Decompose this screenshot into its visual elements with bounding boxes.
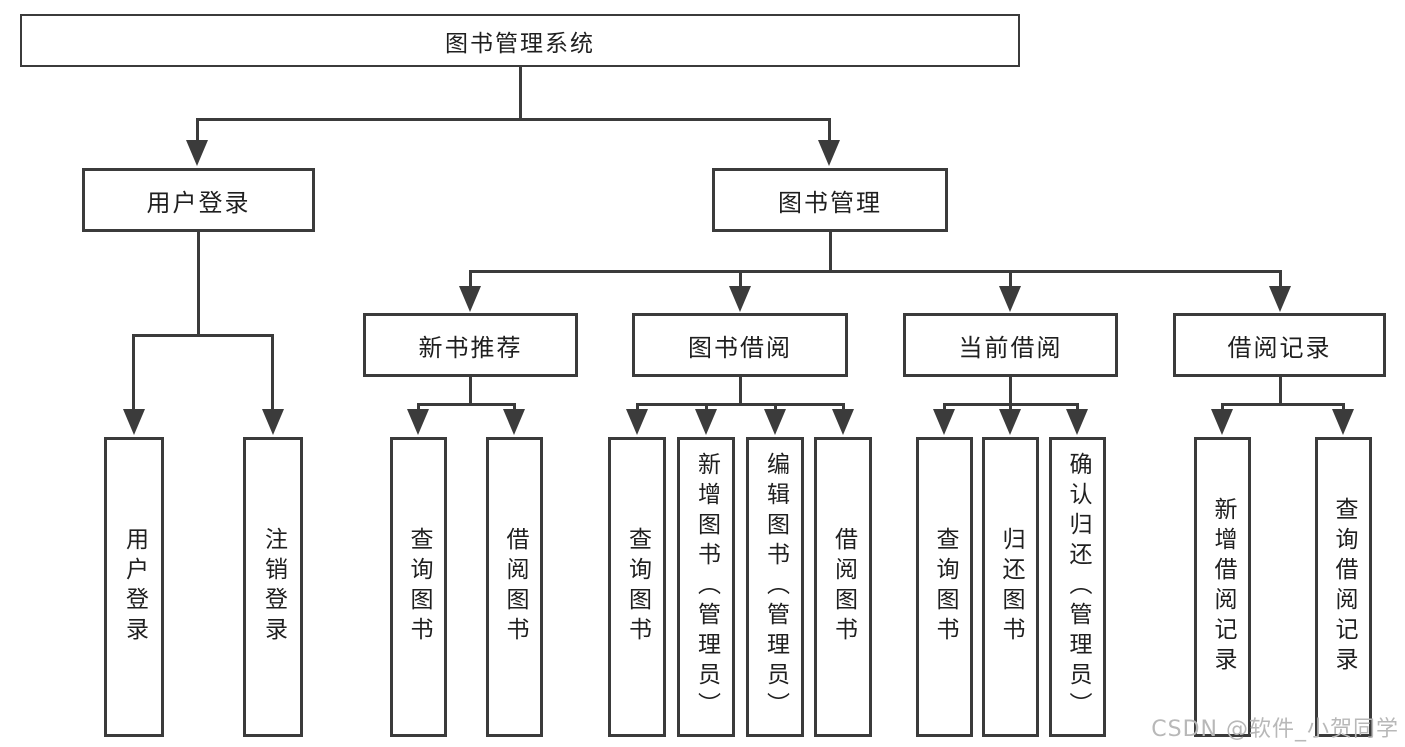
node-label: 注销登录: [260, 527, 287, 647]
node-label: 编辑图书（管理员）: [762, 452, 789, 722]
node-label: 查询借阅记录: [1331, 497, 1357, 677]
connector-arrowhead-down: [1211, 409, 1233, 435]
connector-line: [469, 270, 1282, 273]
connector-arrowhead-down: [999, 286, 1021, 312]
connector-line: [1009, 270, 1012, 287]
leaf-user-login: 用户登录: [104, 437, 164, 737]
connector-line: [829, 232, 832, 270]
connector-line: [828, 118, 831, 142]
connector-arrowhead-down: [1066, 409, 1088, 435]
connector-line: [739, 270, 742, 287]
node-current-borrowing: 当前借阅: [903, 313, 1118, 377]
leaf-borrow-books-recommendation: 借阅图书: [486, 437, 543, 737]
node-label: 用户登录: [121, 527, 148, 647]
node-label: 确认归还（管理员）: [1065, 452, 1091, 722]
connector-line: [1009, 377, 1012, 404]
node-label: 借阅图书: [502, 527, 528, 647]
node-borrowing-records: 借阅记录: [1173, 313, 1386, 377]
leaf-query-books-borrowing: 查询图书: [608, 437, 666, 737]
node-label: 新书推荐: [418, 333, 523, 362]
connector-line: [705, 403, 708, 412]
node-label: 查询图书: [406, 527, 432, 647]
node-label: 新增借阅记录: [1210, 497, 1236, 677]
node-label: 查询图书: [624, 527, 651, 647]
connector-line: [943, 403, 946, 412]
connector-line: [1279, 270, 1282, 287]
watermark: CSDN @软件_小贺同学: [1151, 717, 1399, 742]
connector-arrowhead-down: [262, 409, 284, 435]
connector-line: [519, 67, 522, 118]
connector-line: [417, 403, 420, 412]
connector-arrowhead-down: [764, 409, 786, 435]
leaf-add-book-admin: 新增图书（管理员）: [677, 437, 735, 737]
node-book-borrowing: 图书借阅: [632, 313, 848, 377]
node-label: 归还图书: [998, 527, 1024, 647]
connector-arrowhead-down: [459, 286, 481, 312]
leaf-borrow-books-borrowing: 借阅图书: [814, 437, 872, 737]
leaf-return-books: 归还图书: [982, 437, 1039, 737]
connector-line: [469, 270, 472, 287]
node-label: 用户登录: [146, 188, 251, 217]
connector-arrowhead-down: [933, 409, 955, 435]
connector-arrowhead-down: [626, 409, 648, 435]
connector-arrowhead-down: [729, 286, 751, 312]
connector-arrowhead-down: [186, 140, 208, 166]
connector-line: [132, 334, 274, 337]
connector-line: [1279, 377, 1282, 404]
connector-line: [513, 403, 516, 412]
leaf-logout: 注销登录: [243, 437, 303, 737]
node-new-book-recommendation: 新书推荐: [363, 313, 578, 377]
connector-line: [417, 403, 516, 406]
connector-arrowhead-down: [818, 140, 840, 166]
connector-arrowhead-down: [832, 409, 854, 435]
node-label: 查询图书: [932, 527, 958, 647]
connector-line: [739, 377, 742, 404]
connector-line: [196, 118, 199, 142]
connector-arrowhead-down: [695, 409, 717, 435]
connector-arrowhead-down: [407, 409, 429, 435]
node-book-management-system: 图书管理系统: [20, 14, 1020, 67]
node-label: 当前借阅: [958, 333, 1063, 362]
connector-line: [842, 403, 845, 412]
connector-line: [196, 118, 831, 121]
connector-line: [636, 403, 845, 406]
node-label: 图书管理: [778, 188, 882, 217]
leaf-add-borrow-record: 新增借阅记录: [1194, 437, 1251, 737]
connector-arrowhead-down: [1332, 409, 1354, 435]
node-label: 图书借阅: [688, 333, 792, 362]
leaf-query-books-current: 查询图书: [916, 437, 973, 737]
connector-line: [1009, 403, 1012, 412]
connector-line: [636, 403, 639, 412]
connector-line: [1221, 403, 1345, 406]
connector-line: [1076, 403, 1079, 412]
connector-line: [271, 334, 274, 411]
leaf-query-borrow-record: 查询借阅记录: [1315, 437, 1372, 737]
connector-line: [1221, 403, 1224, 412]
leaf-edit-book-admin: 编辑图书（管理员）: [746, 437, 804, 737]
connector-line: [132, 334, 135, 411]
connector-line: [197, 232, 200, 334]
node-book-management: 图书管理: [712, 168, 948, 232]
connector-arrowhead-down: [123, 409, 145, 435]
leaf-confirm-return-admin: 确认归还（管理员）: [1049, 437, 1106, 737]
node-label: 借阅图书: [830, 527, 857, 647]
node-label: 新增图书（管理员）: [693, 452, 720, 722]
connector-arrowhead-down: [503, 409, 525, 435]
connector-line: [774, 403, 777, 412]
node-user-login-group: 用户登录: [82, 168, 315, 232]
leaf-query-books-recommendation: 查询图书: [390, 437, 447, 737]
connector-line: [1342, 403, 1345, 412]
connector-arrowhead-down: [1269, 286, 1291, 312]
node-label: 图书管理系统: [445, 30, 595, 57]
node-label: 借阅记录: [1227, 333, 1332, 362]
connector-arrowhead-down: [999, 409, 1021, 435]
connector-line: [469, 377, 472, 404]
